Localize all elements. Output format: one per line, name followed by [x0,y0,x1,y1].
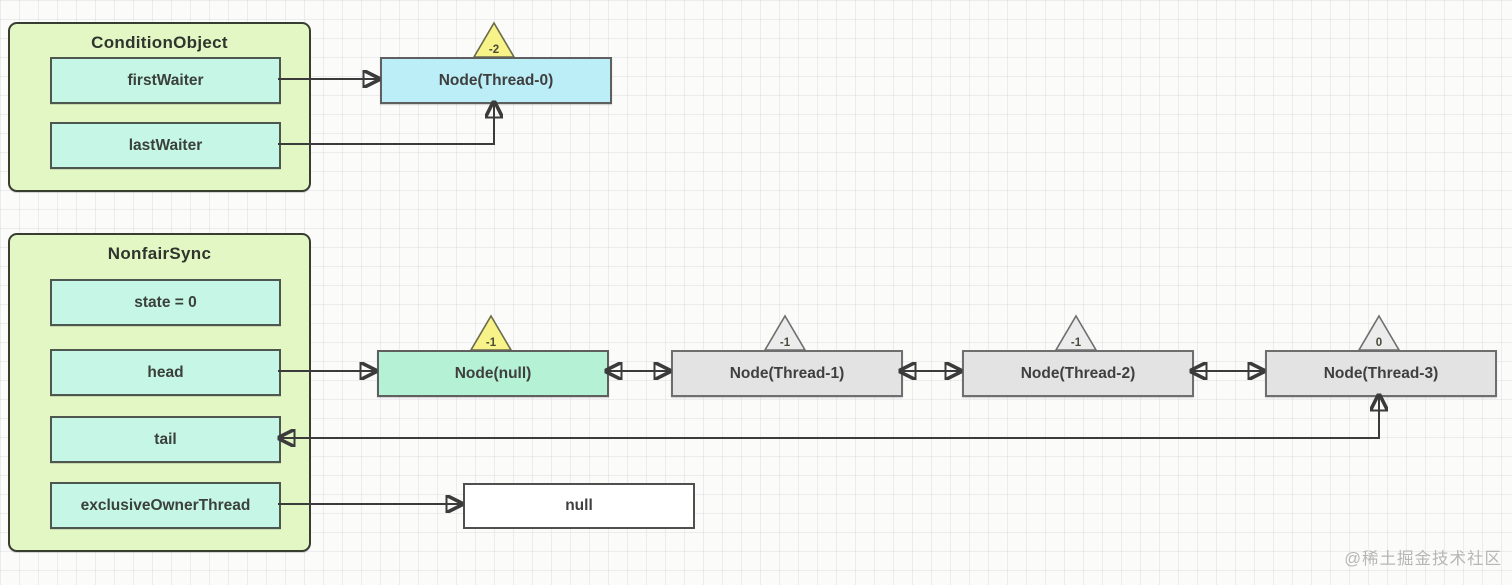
site-watermark: @稀土掘金技术社区 [1344,550,1502,568]
node-thread-0-label: Node(Thread-0) [438,71,554,89]
node-thread-2: Node(Thread-2) [962,350,1194,397]
field-head-label: head [147,363,184,381]
field-last-waiter: lastWaiter [50,122,281,169]
field-exclusive-owner-thread: exclusiveOwnerThread [50,482,281,529]
node-thread-1: Node(Thread-1) [671,350,903,397]
null-value-label: null [565,497,593,514]
wait-status-triangle-node-thread-0: -2 [472,21,516,59]
node-thread-2-label: Node(Thread-2) [1020,364,1136,382]
wait-status-triangle-node-thread-2: -1 [1054,314,1098,352]
node-thread-1-label: Node(Thread-1) [729,364,845,382]
field-tail: tail [50,416,281,463]
field-state-label: state = 0 [134,293,197,311]
field-state: state = 0 [50,279,281,326]
condition-object-title: ConditionObject [91,33,228,52]
condition-object-group: ConditionObject firstWaiter lastWaiter [8,22,311,192]
wait-status-value: -2 [488,44,500,56]
field-exclusive-owner-thread-label: exclusiveOwnerThread [80,496,251,514]
field-head: head [50,349,281,396]
wait-status-triangle-node-thread-3: 0 [1357,314,1401,352]
wait-status-triangle-node-thread-1: -1 [763,314,807,352]
wait-status-value: -1 [779,337,791,349]
nonfair-sync-group: NonfairSync state = 0 head tail exclusiv… [8,233,311,552]
wait-status-value: -1 [485,337,497,349]
arrow-tail-node-thread-3 [280,396,1379,438]
field-last-waiter-label: lastWaiter [128,136,203,154]
node-null-label: Node(null) [454,364,532,382]
null-value-box: null [463,483,695,529]
node-thread-3: Node(Thread-3) [1265,350,1497,397]
field-first-waiter-label: firstWaiter [127,71,204,89]
node-thread-0: Node(Thread-0) [380,57,612,104]
wait-status-triangle-node-null: -1 [469,314,513,352]
node-null: Node(null) [377,350,609,397]
wait-status-value: 0 [1375,337,1383,349]
nonfair-sync-title: NonfairSync [107,244,212,263]
field-tail-label: tail [154,430,177,448]
node-thread-3-label: Node(Thread-3) [1323,364,1439,382]
field-first-waiter: firstWaiter [50,57,281,104]
wait-status-value: -1 [1070,337,1082,349]
